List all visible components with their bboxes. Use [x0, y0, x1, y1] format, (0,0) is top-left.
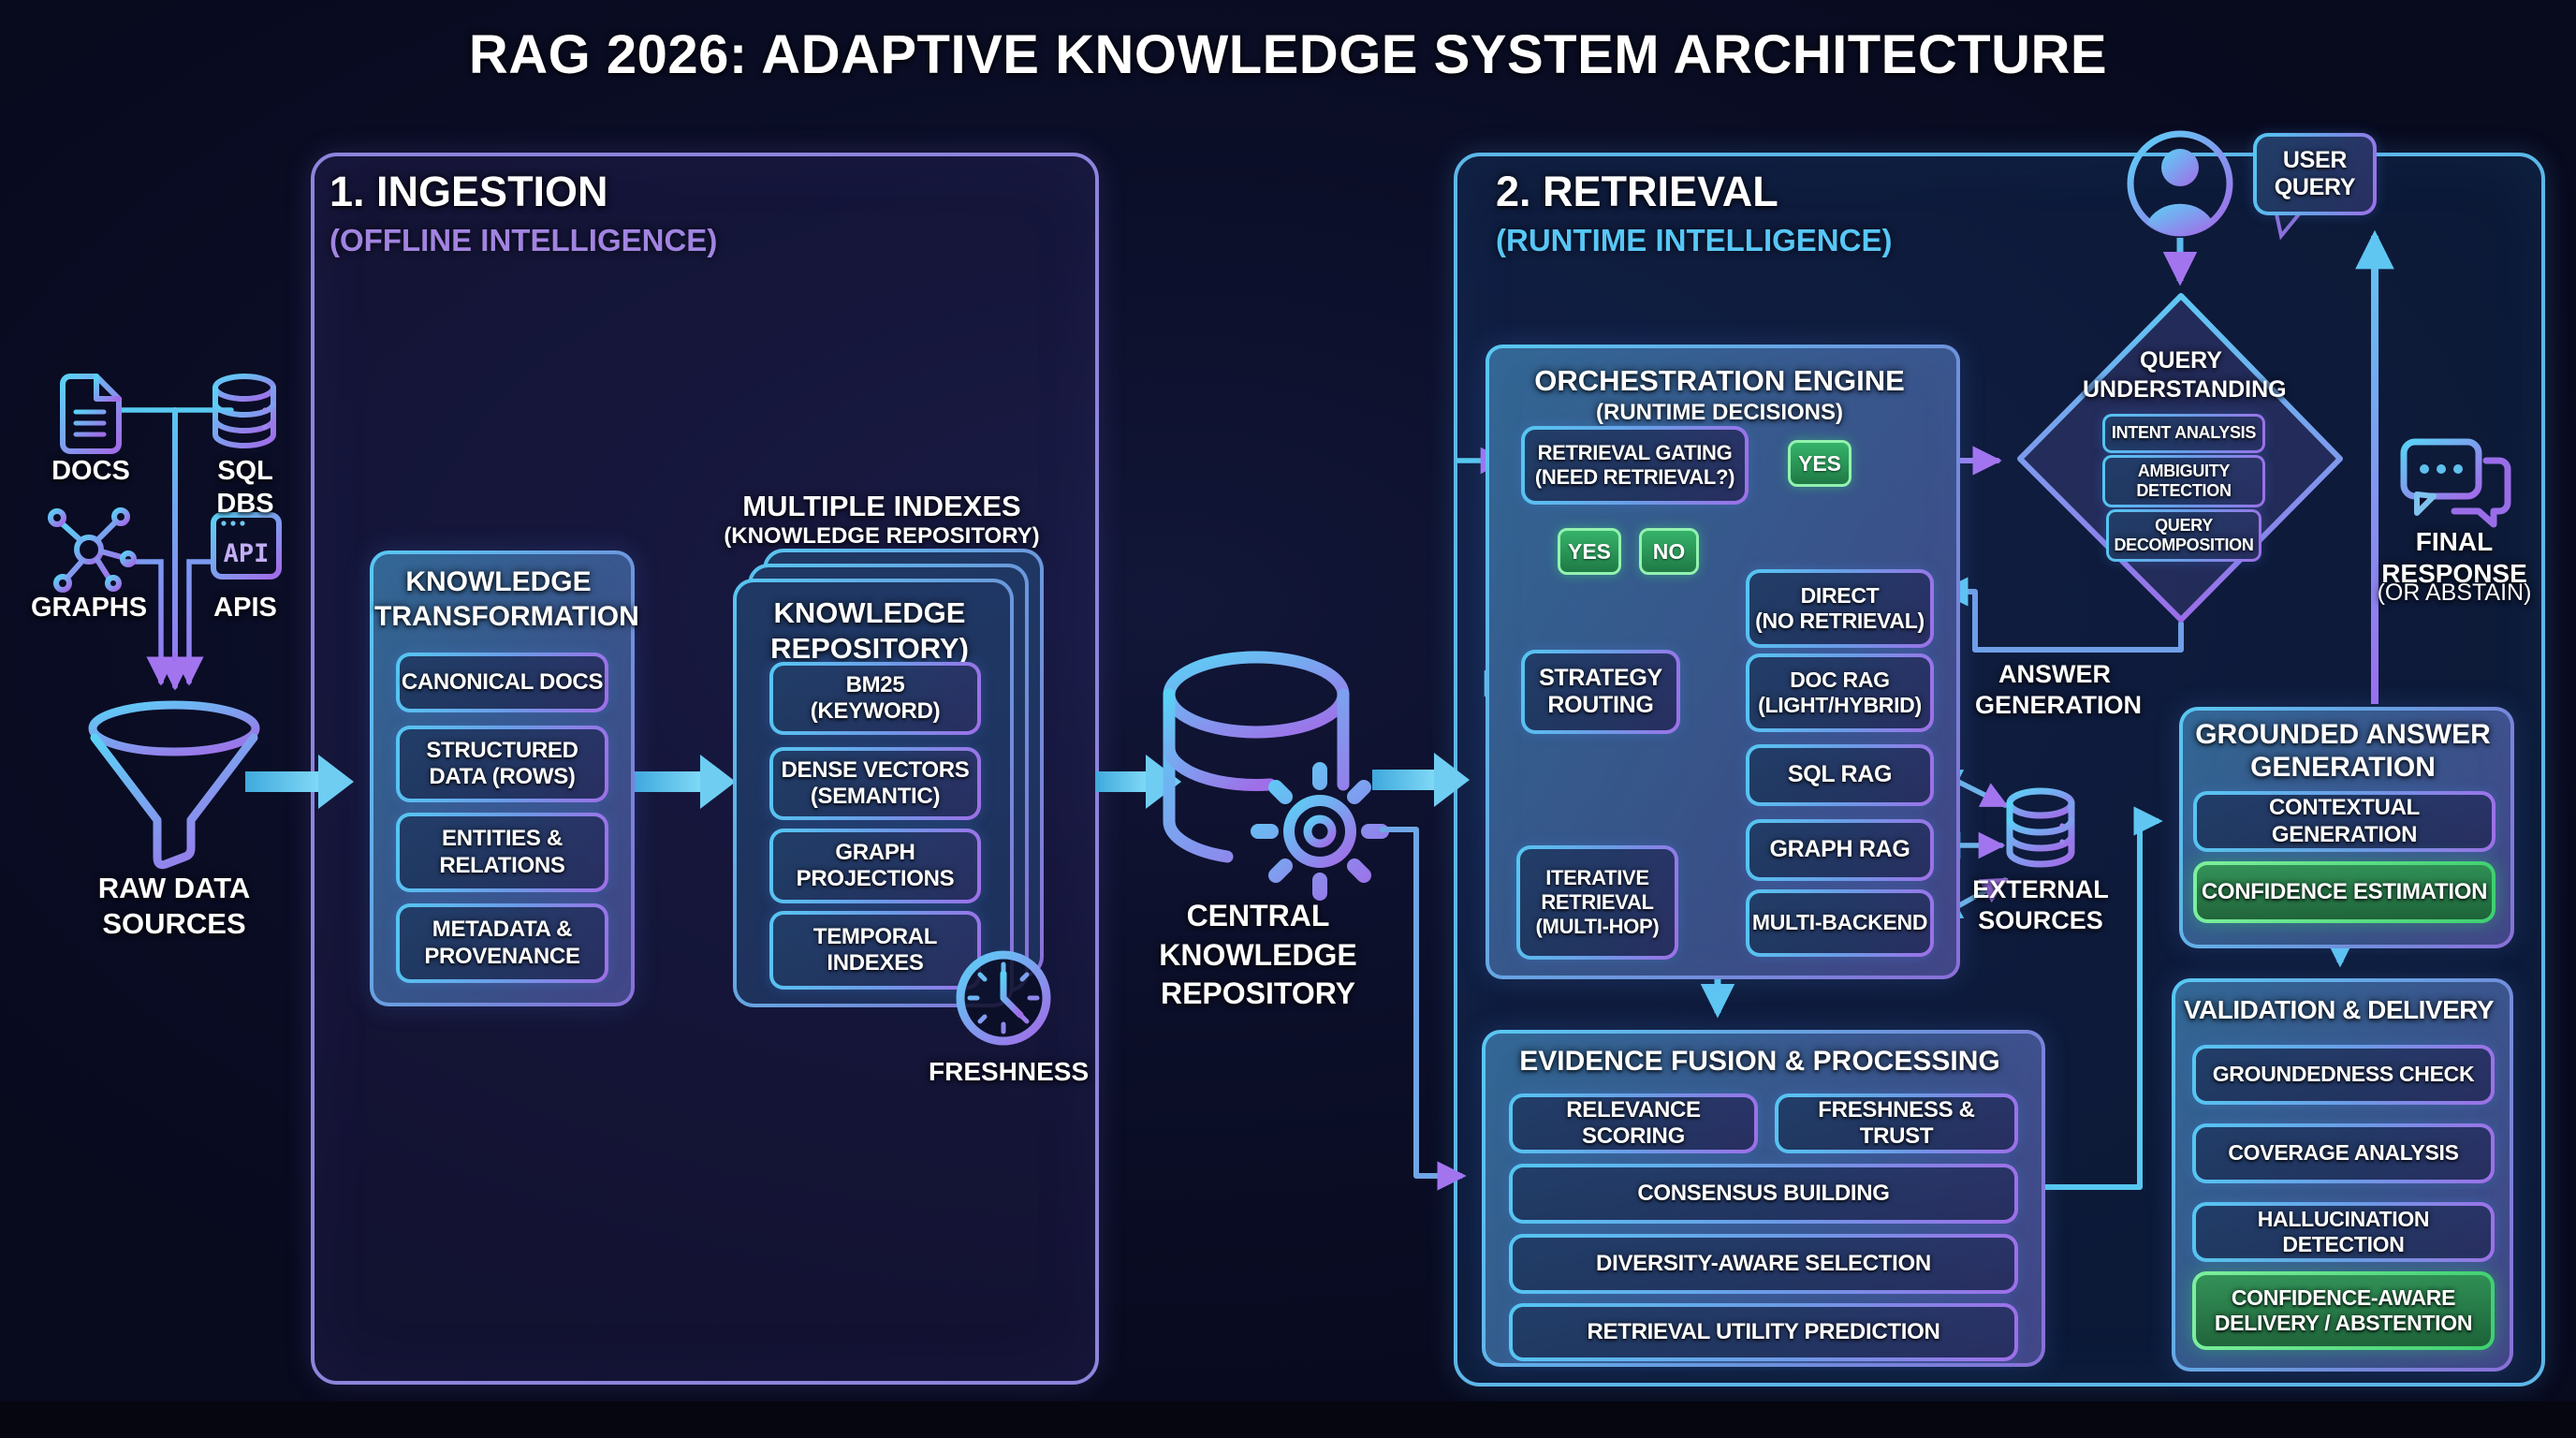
user-query-bubble: USER QUERY	[2253, 133, 2377, 215]
transformation-item-canonical-docs: CANONICAL DOCS	[396, 653, 608, 712]
sql-db-icon	[212, 374, 276, 448]
diagram-title: RAG 2026: ADAPTIVE KNOWLEDGE SYSTEM ARCH…	[468, 24, 2108, 85]
flow-arrow-repo-to-retrieval	[1372, 753, 1470, 807]
central-repository-label: CENTRAL KNOWLEDGE REPOSITORY	[1159, 899, 1357, 1011]
orchestration-subtitle: (RUNTIME DECISIONS)	[1596, 400, 1843, 425]
flow-arrow-transform-to-indexes	[633, 755, 736, 809]
final-response-chat-icon	[2400, 438, 2511, 528]
evidence-relevance-scoring: RELEVANCE SCORING	[1509, 1093, 1758, 1153]
flow-arrow-funnel-to-ingestion	[245, 755, 354, 809]
apis-label: APIS	[213, 593, 277, 623]
api-icon-label: API	[223, 539, 270, 568]
retrieval-heading: 2. RETRIEVAL	[1496, 168, 1778, 215]
user-icon	[2127, 130, 2233, 237]
answer-generation-label: ANSWER GENERATION	[1975, 660, 2143, 719]
multiple-indexes-heading: MULTIPLE INDEXES	[742, 490, 1021, 522]
ingestion-heading: 1. INGESTION	[329, 168, 608, 215]
funnel-icon	[88, 700, 260, 870]
backend-graph-rag: GRAPH RAG	[1746, 819, 1934, 881]
api-icon	[211, 512, 282, 580]
transformation-item-entities-relations: ENTITIES & RELATIONS	[396, 813, 608, 892]
external-sources-icon	[2006, 787, 2075, 868]
grounded-contextual-generation: CONTEXTUAL GENERATION	[2193, 791, 2496, 852]
central-repository-icon	[1163, 651, 1350, 863]
validation-delivery-title: VALIDATION & DELIVERY	[2183, 995, 2495, 1024]
final-response-label: FINAL RESPONSE	[2381, 527, 2527, 589]
no-badge-down: NO	[1639, 528, 1699, 575]
yes-badge-down: YES	[1558, 528, 1621, 575]
grounded-answer-title: GROUNDED ANSWER GENERATION	[2195, 719, 2491, 783]
docs-label: DOCS	[51, 456, 130, 486]
validation-hallucination-detection: HALLUCINATION DETECTION	[2192, 1202, 2495, 1262]
orchestration-title: ORCHESTRATION ENGINE	[1534, 364, 1905, 397]
strategy-routing-box: STRATEGY ROUTING	[1521, 650, 1680, 734]
grounded-confidence-estimation: CONFIDENCE ESTIMATION	[2193, 861, 2496, 923]
retrieval-gating-box: RETRIEVAL GATING (NEED RETRIEVAL?)	[1521, 426, 1749, 505]
qu-intent-analysis: INTENT ANALYSIS	[2102, 414, 2265, 453]
repo-to-evidence-elbow	[1380, 827, 1467, 1191]
evidence-freshness-trust: FRESHNESS & TRUST	[1775, 1093, 2018, 1153]
validation-groundedness-check: GROUNDEDNESS CHECK	[2192, 1045, 2495, 1105]
yes-badge-right: YES	[1788, 440, 1852, 487]
index-item-graph-projections: GRAPH PROJECTIONS	[769, 829, 981, 903]
evidence-to-grounded-elbow	[2038, 806, 2163, 1190]
index-item-temporal-indexes: TEMPORAL INDEXES	[769, 911, 981, 990]
external-sources-label: EXTERNAL SOURCES	[1972, 875, 2109, 934]
raw-data-sources-label: RAW DATA SOURCES	[97, 872, 251, 940]
final-response-sublabel: (OR ABSTAIN)	[2377, 580, 2532, 606]
backend-sql-rag: SQL RAG	[1746, 744, 1934, 806]
graph-icon	[48, 507, 137, 593]
validation-coverage-analysis: COVERAGE ANALYSIS	[2192, 1123, 2495, 1183]
qu-query-decomposition: QUERY DECOMPOSITION	[2106, 509, 2261, 562]
qu-ambiguity-detection: AMBIGUITY DETECTION	[2102, 455, 2265, 507]
graphs-drop-line	[122, 559, 164, 661]
apis-drop-line	[186, 559, 216, 661]
evidence-consensus-building: CONSENSUS BUILDING	[1509, 1164, 2018, 1224]
evidence-diversity-selection: DIVERSITY-AWARE SELECTION	[1509, 1234, 2018, 1294]
transformation-item-structured-data: STRUCTURED DATA (ROWS)	[396, 726, 608, 802]
repository-card-title: KNOWLEDGE REPOSITORY)	[770, 596, 969, 665]
diamond-to-direct-elbow	[1939, 577, 2184, 653]
evidence-utility-prediction: RETRIEVAL UTILITY PREDICTION	[1509, 1303, 2018, 1361]
transformation-item-metadata-provenance: METADATA & PROVENANCE	[396, 903, 608, 983]
evidence-fusion-title: EVIDENCE FUSION & PROCESSING	[1519, 1046, 2000, 1077]
ingestion-subheading: (OFFLINE INTELLIGENCE)	[329, 223, 718, 257]
graphs-label: GRAPHS	[31, 593, 148, 623]
validation-confidence-aware-delivery: CONFIDENCE-AWARE DELIVERY / ABSTENTION	[2192, 1271, 2495, 1350]
iterative-retrieval-box: ITERATIVE RETRIEVAL (MULTI-HOP)	[1516, 845, 1678, 960]
backend-multi-backend: MULTI-BACKEND	[1746, 889, 1934, 957]
gear-icon	[1251, 762, 1389, 901]
index-item-bm25: BM25 (KEYWORD)	[769, 662, 981, 735]
backend-direct: DIRECT (NO RETRIEVAL)	[1746, 569, 1934, 648]
multiple-indexes-subheading: (KNOWLEDGE REPOSITORY)	[724, 523, 1040, 549]
retrieval-subheading: (RUNTIME INTELLIGENCE)	[1496, 223, 1893, 257]
sql-dbs-label: SQL DBS	[216, 456, 274, 520]
freshness-clock-icon	[956, 950, 1051, 1046]
docs-icon	[60, 374, 122, 454]
index-item-dense-vectors: DENSE VECTORS (SEMANTIC)	[769, 747, 981, 820]
freshness-label: FRESHNESS	[929, 1057, 1090, 1086]
query-understanding-title: QUERY UNDERSTANDING	[2083, 347, 2287, 403]
knowledge-transformation-title: KNOWLEDGE TRANSFORMATION	[374, 566, 639, 632]
backend-doc-rag: DOC RAG (LIGHT/HYBRID)	[1746, 653, 1934, 732]
bottom-strip	[0, 1401, 2576, 1438]
